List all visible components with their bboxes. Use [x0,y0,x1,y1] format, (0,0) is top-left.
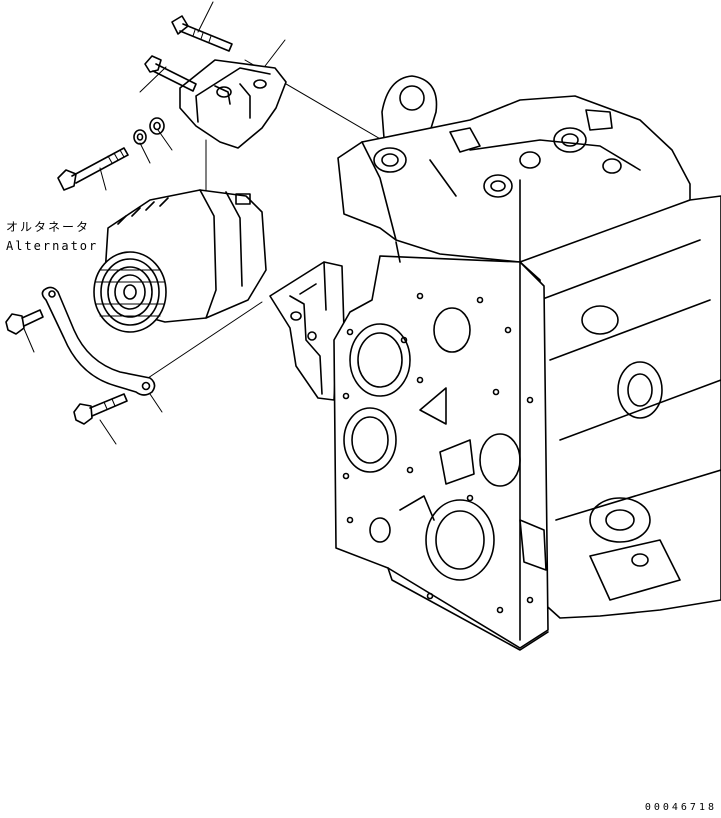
adjusting-strap-icon [41,286,156,396]
alternator-label-japanese: オルタネータ [6,220,91,234]
bolt-icon [57,147,129,191]
bolt-hole-pattern [342,292,534,614]
bolt-icon [144,55,197,92]
drawing-number: 00046718 [644,802,717,813]
washer-icon [149,117,165,135]
washer-icon [133,129,147,145]
bolt-icon [171,15,233,52]
bolt-icon [73,393,128,425]
bolt-icon [5,309,44,335]
bracket-icon [179,59,287,149]
engine-block-icon [333,75,721,651]
alternator-label-english: Alternator [6,239,99,253]
bracket-icon [269,261,345,401]
alternator-icon [93,189,267,333]
